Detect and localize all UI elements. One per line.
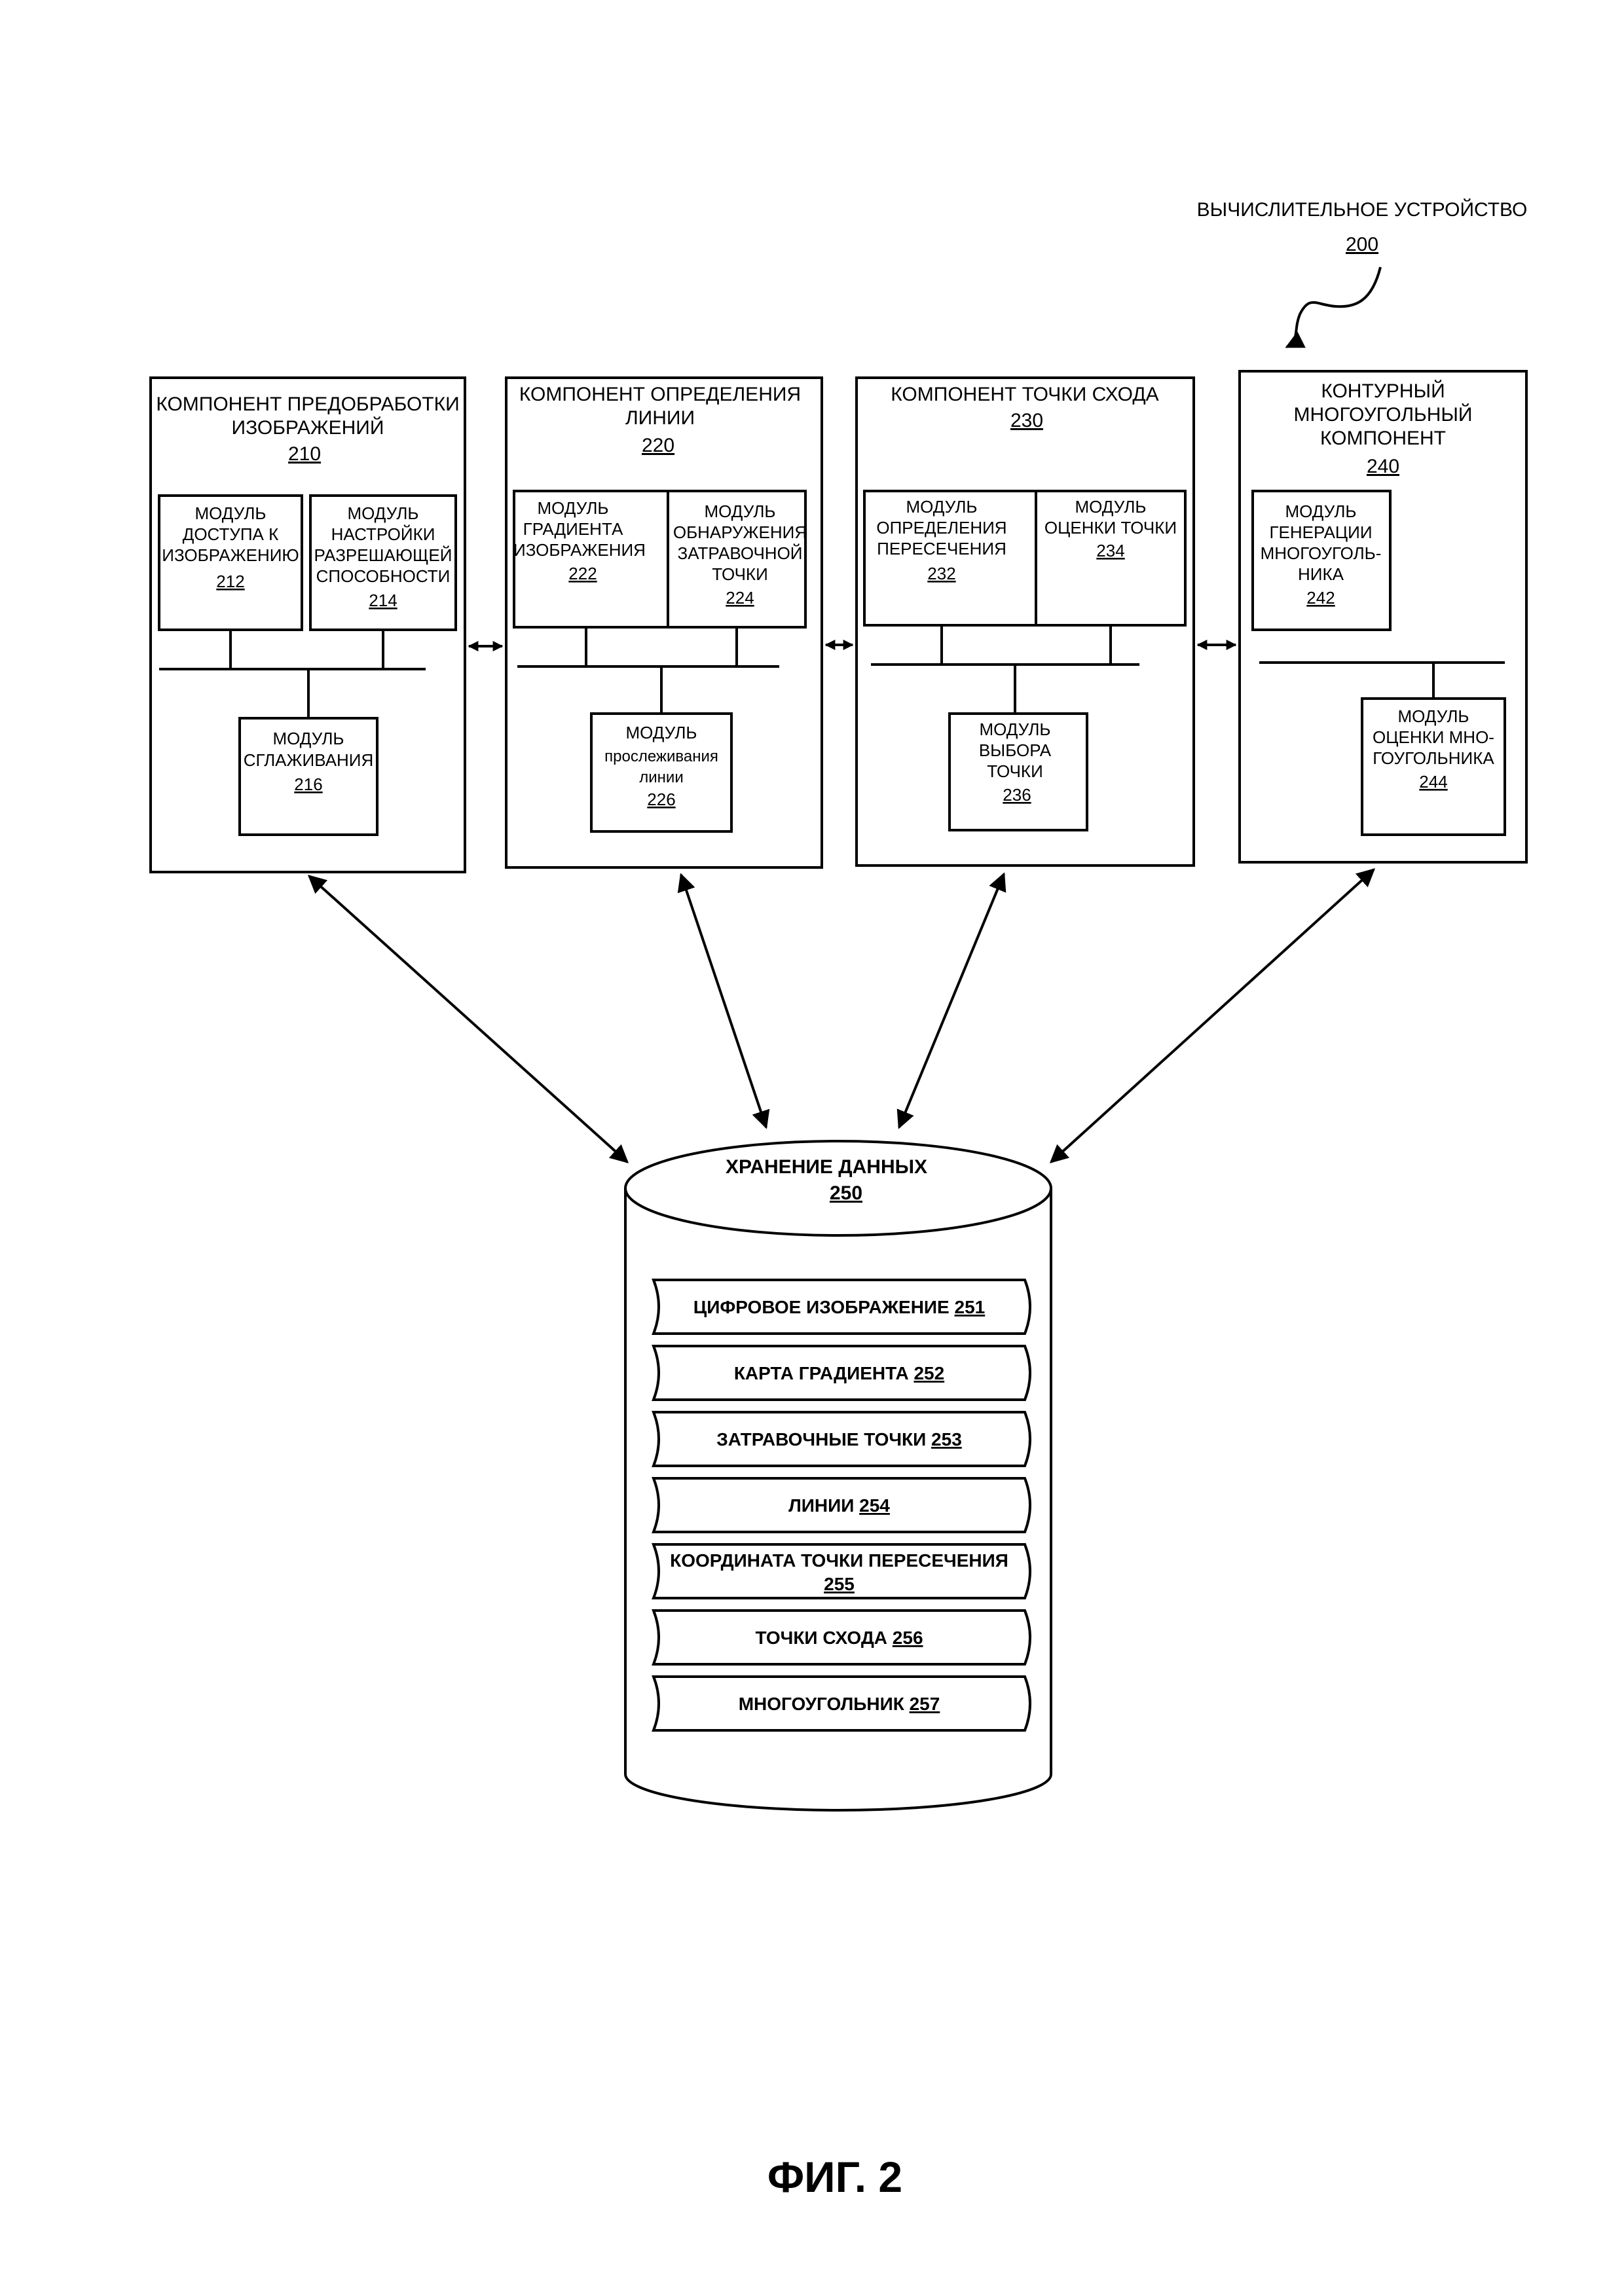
storage-items: ЦИФРОВОЕ ИЗОБРАЖЕНИЕ 251КАРТА ГРАДИЕНТА … (654, 1280, 1030, 1730)
svg-text:ТОЧКИ: ТОЧКИ (987, 761, 1043, 781)
storage-item-label: КООРДИНАТА ТОЧКИ ПЕРЕСЕЧЕНИЯ (670, 1550, 1008, 1571)
module-214: МОДУЛЬ НАСТРОЙКИ РАЗРЕШАЮЩЕЙ СПОСОБНОСТИ… (310, 496, 456, 630)
storage-item-label: ЦИФРОВОЕ ИЗОБРАЖЕНИЕ 251 (693, 1297, 985, 1317)
svg-text:СПОСОБНОСТИ: СПОСОБНОСТИ (316, 566, 451, 586)
svg-text:прослеживания: прослеживания (604, 748, 718, 765)
module-212: МОДУЛЬ ДОСТУПА К ИЗОБРАЖЕНИЮ 212 (159, 496, 302, 630)
module-244: МОДУЛЬ ОЦЕНКИ МНО- ГОУГОЛЬНИКА 244 (1362, 699, 1505, 835)
svg-text:МОДУЛЬ: МОДУЛЬ (1075, 497, 1147, 517)
svg-text:222: 222 (568, 564, 597, 583)
storage-item-ref: 257 (910, 1694, 940, 1714)
svg-text:ГРАДИЕНТА: ГРАДИЕНТА (523, 519, 623, 539)
storage-item-ref: 252 (913, 1363, 944, 1383)
module-236: МОДУЛЬ ВЫБОРА ТОЧКИ 236 (950, 714, 1087, 830)
svg-text:ГОУГОЛЬНИКА: ГОУГОЛЬНИКА (1373, 748, 1494, 768)
storage-item-ref: 253 (931, 1429, 962, 1449)
svg-text:ГЕНЕРАЦИИ: ГЕНЕРАЦИИ (1269, 522, 1372, 542)
storage-item-ref: 251 (955, 1297, 986, 1317)
storage-item: ЦИФРОВОЕ ИЗОБРАЖЕНИЕ 251 (654, 1280, 1030, 1334)
svg-text:МОДУЛЬ: МОДУЛЬ (348, 503, 419, 523)
storage-item: ТОЧКИ СХОДА 256 (654, 1611, 1030, 1664)
svg-text:214: 214 (369, 591, 397, 610)
svg-text:232: 232 (927, 564, 955, 583)
storage-item: МНОГОУГОЛЬНИК 257 (654, 1677, 1030, 1730)
svg-text:212: 212 (216, 572, 244, 591)
svg-text:линии: линии (639, 769, 683, 786)
svg-text:230: 230 (1010, 410, 1043, 431)
svg-text:МОДУЛЬ: МОДУЛЬ (195, 503, 267, 523)
svg-text:236: 236 (1003, 785, 1031, 805)
svg-text:224: 224 (726, 588, 754, 608)
svg-text:КОНТУРНЫЙ: КОНТУРНЫЙ (1321, 380, 1445, 402)
svg-text:ОЦЕНКИ ТОЧКИ: ОЦЕНКИ ТОЧКИ (1044, 518, 1177, 538)
svg-text:МОДУЛЬ: МОДУЛЬ (980, 720, 1051, 739)
svg-text:ВЫБОРА: ВЫБОРА (979, 740, 1052, 760)
svg-text:ДОСТУПА К: ДОСТУПА К (183, 524, 279, 544)
storage-item-label: ЗАТРАВОЧНЫЕ ТОЧКИ 253 (716, 1429, 962, 1449)
svg-text:КОМПОНЕНТ ТОЧКИ СХОДА: КОМПОНЕНТ ТОЧКИ СХОДА (891, 384, 1158, 405)
device-pointer-arrow (1287, 267, 1380, 347)
module-234: МОДУЛЬ ОЦЕНКИ ТОЧКИ 234 (1036, 491, 1185, 625)
svg-text:ТОЧКИ: ТОЧКИ (712, 564, 768, 584)
storage-ref: 250 (830, 1182, 862, 1204)
svg-text:ОЦЕНКИ МНО-: ОЦЕНКИ МНО- (1373, 727, 1494, 747)
svg-text:216: 216 (294, 774, 322, 794)
svg-text:210: 210 (288, 443, 321, 465)
svg-text:ЛИНИИ: ЛИНИИ (625, 407, 695, 429)
storage-item-label: МНОГОУГОЛЬНИК 257 (739, 1694, 940, 1714)
svg-text:240: 240 (1367, 456, 1399, 477)
svg-text:234: 234 (1096, 541, 1124, 560)
figure-label: ФИГ. 2 (767, 2153, 902, 2201)
svg-text:МОДУЛЬ: МОДУЛЬ (538, 498, 609, 518)
svg-text:МОДУЛЬ: МОДУЛЬ (1285, 501, 1357, 521)
svg-text:МОДУЛЬ: МОДУЛЬ (906, 497, 978, 517)
svg-text:226: 226 (647, 790, 675, 809)
svg-text:НАСТРОЙКИ: НАСТРОЙКИ (331, 524, 435, 544)
svg-text:НИКА: НИКА (1298, 564, 1344, 584)
svg-text:МНОГОУГОЛЬ-: МНОГОУГОЛЬ- (1261, 543, 1382, 563)
storage-item-ref: 254 (859, 1495, 890, 1516)
storage-item-ref: 256 (893, 1628, 923, 1648)
storage-item: КООРДИНАТА ТОЧКИ ПЕРЕСЕЧЕНИЯ 255 (654, 1544, 1030, 1598)
svg-text:КОМПОНЕНТ ОПРЕДЕЛЕНИЯ: КОМПОНЕНТ ОПРЕДЕЛЕНИЯ (519, 384, 801, 405)
storage-item: КАРТА ГРАДИЕНТА 252 (654, 1346, 1030, 1400)
svg-text:ОБНАРУЖЕНИЯ: ОБНАРУЖЕНИЯ (673, 522, 807, 542)
device-ref: 200 (1346, 234, 1378, 255)
svg-text:242: 242 (1306, 588, 1335, 608)
svg-text:ИЗОБРАЖЕНИЯ: ИЗОБРАЖЕНИЯ (513, 540, 646, 560)
svg-text:МНОГОУГОЛЬНЫЙ: МНОГОУГОЛЬНЫЙ (1293, 403, 1472, 426)
storage-item-label: ЛИНИИ 254 (788, 1495, 890, 1516)
storage-item-label: ТОЧКИ СХОДА 256 (755, 1628, 923, 1648)
svg-text:220: 220 (642, 435, 674, 456)
svg-text:244: 244 (1419, 772, 1447, 792)
storage-item: ЛИНИИ 254 (654, 1478, 1030, 1532)
svg-text:МОДУЛЬ: МОДУЛЬ (705, 501, 776, 521)
svg-text:КОМПОНЕНТ ПРЕДОБРАБОТКИ: КОМПОНЕНТ ПРЕДОБРАБОТКИ (156, 393, 459, 415)
storage-item-label: КАРТА ГРАДИЕНТА 252 (734, 1363, 944, 1383)
module-216: МОДУЛЬ СГЛАЖИВАНИЯ 216 (240, 718, 377, 835)
svg-text:ИЗОБРАЖЕНИЙ: ИЗОБРАЖЕНИЙ (232, 416, 384, 439)
svg-text:КОМПОНЕНТ: КОМПОНЕНТ (1320, 428, 1446, 449)
module-232: МОДУЛЬ ОПРЕДЕЛЕНИЯ ПЕРЕСЕЧЕНИЯ 232 (864, 491, 1036, 625)
svg-text:МОДУЛЬ: МОДУЛЬ (1398, 706, 1469, 726)
module-224: МОДУЛЬ ОБНАРУЖЕНИЯ ЗАТРАВОЧНОЙ ТОЧКИ 224 (668, 491, 807, 627)
storage-title: ХРАНЕНИЕ ДАННЫХ (726, 1156, 927, 1178)
svg-text:МОДУЛЬ: МОДУЛЬ (273, 729, 344, 748)
storage-item: ЗАТРАВОЧНЫЕ ТОЧКИ 253 (654, 1412, 1030, 1466)
svg-text:СГЛАЖИВАНИЯ: СГЛАЖИВАНИЯ (244, 750, 374, 770)
module-222: МОДУЛЬ ГРАДИЕНТА ИЗОБРАЖЕНИЯ 222 (513, 491, 668, 627)
svg-text:МОДУЛЬ: МОДУЛЬ (626, 723, 697, 742)
svg-text:ЗАТРАВОЧНОЙ: ЗАТРАВОЧНОЙ (678, 543, 803, 563)
module-226: МОДУЛЬ прослеживания линии 226 (591, 714, 731, 831)
device-label: ВЫЧИСЛИТЕЛЬНОЕ УСТРОЙСТВО 200 (1197, 198, 1528, 347)
svg-text:ИЗОБРАЖЕНИЮ: ИЗОБРАЖЕНИЮ (162, 545, 299, 565)
storage-link-arrows (309, 869, 1374, 1162)
device-title: ВЫЧИСЛИТЕЛЬНОЕ УСТРОЙСТВО (1197, 198, 1528, 221)
module-242: МОДУЛЬ ГЕНЕРАЦИИ МНОГОУГОЛЬ- НИКА 242 (1253, 491, 1390, 630)
storage-item-ref: 255 (824, 1574, 855, 1594)
svg-text:ПЕРЕСЕЧЕНИЯ: ПЕРЕСЕЧЕНИЯ (877, 539, 1006, 558)
svg-text:РАЗРЕШАЮЩЕЙ: РАЗРЕШАЮЩЕЙ (314, 545, 452, 565)
svg-text:ОПРЕДЕЛЕНИЯ: ОПРЕДЕЛЕНИЯ (876, 518, 1006, 538)
